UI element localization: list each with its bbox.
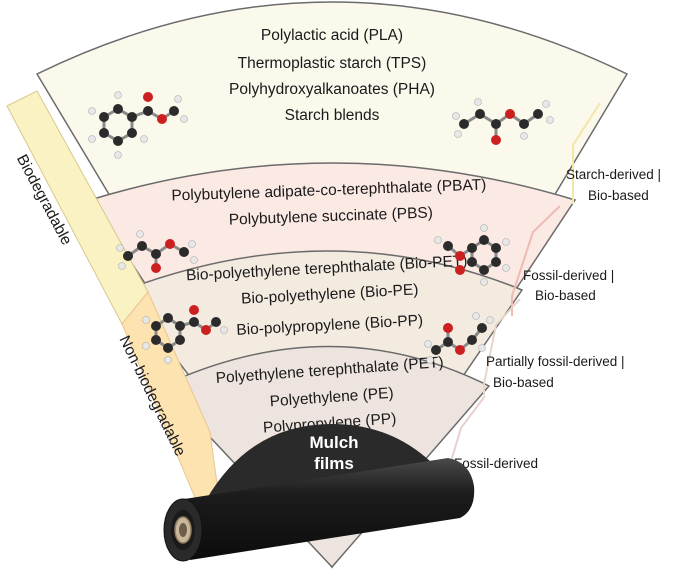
ester-molecule-icon [424,312,494,364]
polymer-tps: Thermoplastic starch (TPS) [238,55,427,72]
benzoate-molecule-icon [142,305,228,364]
category-fossil-derived: Fossil-derived [454,456,538,471]
category-line-fossil-bio [511,205,561,316]
ester-molecule-icon [116,230,198,273]
benzoate-molecule-icon [88,91,188,159]
mulch-label: Mulch [309,433,358,452]
polymer-starch-blends: Starch blends [285,107,380,124]
propionate-ester-molecule-icon [452,98,554,145]
films-label: films [314,454,354,473]
category-line-partial [483,298,521,395]
polymer-pha: Polyhydroxyalkanoates (PHA) [229,81,435,98]
benzoate-molecule-icon [434,224,510,286]
mulch-film-roll-icon [163,458,475,562]
category-partially-fossil: Partially fossil-derived | Bio-based [486,354,628,390]
polymer-pla: Polylactic acid (PLA) [261,27,403,44]
category-fossil-bio: Fossil-derived | Bio-based [523,268,618,303]
category-line-starch [572,102,601,204]
category-starch-derived: Starch-derived | Bio-based [566,167,665,203]
